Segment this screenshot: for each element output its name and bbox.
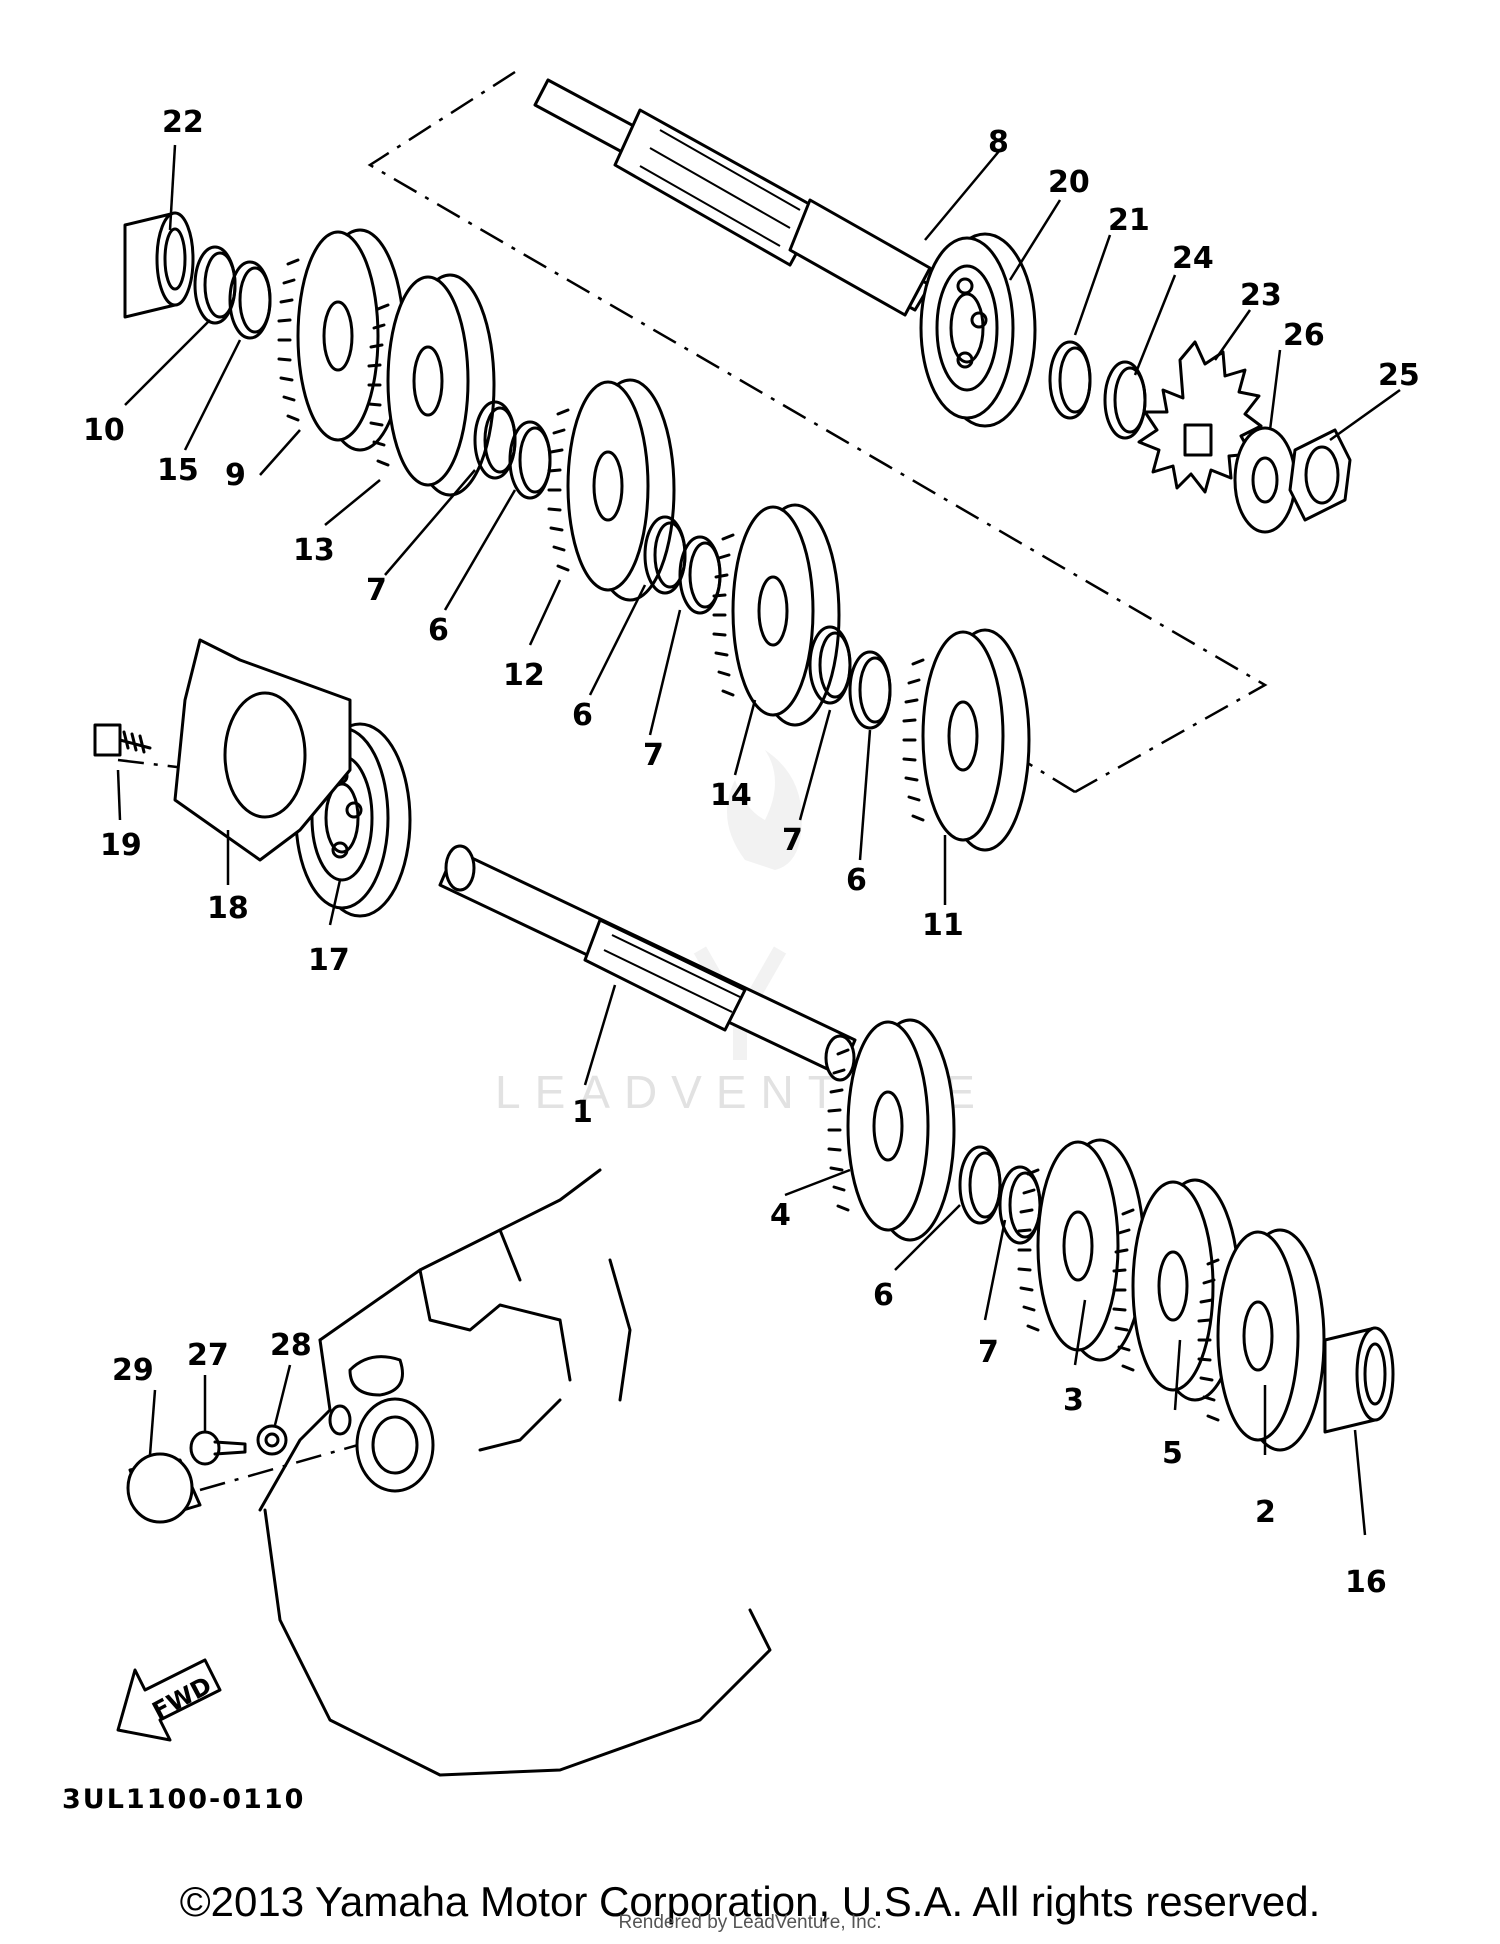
callout-12: 12 <box>503 658 545 693</box>
callout-28: 28 <box>270 1328 312 1363</box>
gear-11 <box>902 628 1031 852</box>
callout-2: 2 <box>1255 1495 1276 1530</box>
callout-18: 18 <box>207 891 249 926</box>
callout-6c: 6 <box>846 863 867 898</box>
needle-bearing-16 <box>1323 1326 1395 1434</box>
callout-4: 4 <box>770 1198 791 1233</box>
callout-7d: 7 <box>978 1335 999 1370</box>
callout-20: 20 <box>1048 165 1090 200</box>
circlip-6-lower <box>958 1145 1002 1225</box>
leader-lines <box>116 144 1401 1536</box>
callout-7a: 7 <box>366 573 387 608</box>
drive-axle-part <box>438 844 857 1082</box>
callout-17: 17 <box>308 943 350 978</box>
circlip-6-right <box>848 650 892 730</box>
diagram-code: 3UL1100-0110 <box>62 1784 306 1815</box>
bearing-20 <box>919 232 1037 428</box>
callout-7c: 7 <box>782 823 803 858</box>
callout-6b: 6 <box>572 698 593 733</box>
crankcase-outline <box>258 1168 772 1777</box>
alignment-lines <box>117 70 1268 1492</box>
callout-labels: 22 10 15 9 13 7 6 12 6 7 14 7 6 11 8 20 … <box>83 105 1420 1600</box>
callout-25: 25 <box>1378 358 1420 393</box>
callout-11: 11 <box>922 908 964 943</box>
callout-26: 26 <box>1283 318 1325 353</box>
callout-14: 14 <box>710 778 752 813</box>
circlip-6-upper <box>508 420 552 500</box>
callout-6a: 6 <box>428 613 449 648</box>
oil-seal-21 <box>1048 340 1092 420</box>
callout-9: 9 <box>225 458 246 493</box>
callout-23: 23 <box>1240 278 1282 313</box>
main-axle-part <box>533 78 932 317</box>
callout-13: 13 <box>293 533 335 568</box>
copyright-notice: ©2013 Yamaha Motor Corporation, U.S.A. A… <box>179 1878 1321 1925</box>
callout-19: 19 <box>100 828 142 863</box>
lock-washer-26 <box>1233 426 1297 534</box>
drive-sprocket-23 <box>1137 340 1263 494</box>
washer-7-mid <box>678 535 722 615</box>
gasket-18 <box>173 638 352 862</box>
plug-29 <box>126 1452 202 1524</box>
circlip-10 <box>193 245 237 325</box>
rendered-by-notice: Rendered by LeadVenture, Inc. <box>618 1912 882 1933</box>
callout-27: 27 <box>187 1338 229 1373</box>
callout-29: 29 <box>112 1353 154 1388</box>
washer-15 <box>228 260 272 340</box>
callout-8: 8 <box>988 125 1009 160</box>
callout-5: 5 <box>1162 1436 1183 1471</box>
callout-3: 3 <box>1063 1383 1084 1418</box>
screw-19 <box>93 723 152 757</box>
callout-16: 16 <box>1345 1565 1387 1600</box>
callout-6d: 6 <box>873 1278 894 1313</box>
callout-22: 22 <box>162 105 204 140</box>
callout-1: 1 <box>572 1095 593 1130</box>
gear-14 <box>712 503 841 727</box>
needle-bearing-22 <box>123 211 195 319</box>
callout-15: 15 <box>157 453 199 488</box>
collar-24 <box>1103 360 1147 440</box>
callout-21: 21 <box>1108 203 1150 238</box>
nut-25 <box>1288 428 1352 522</box>
gear-9 <box>277 228 406 452</box>
washer-28 <box>256 1424 288 1456</box>
fwd-arrow-icon: FWD <box>116 1658 222 1742</box>
bolt-27 <box>189 1430 247 1466</box>
callout-7b: 7 <box>643 738 664 773</box>
callout-10: 10 <box>83 413 125 448</box>
callout-24: 24 <box>1172 241 1214 276</box>
